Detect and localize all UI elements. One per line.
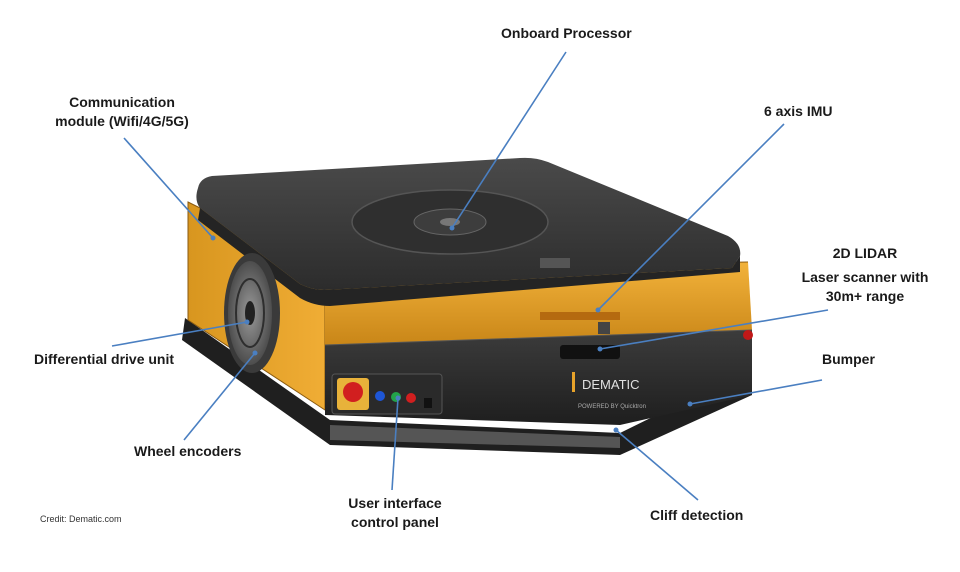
sub-brand-text: POWERED BY Quicktron xyxy=(578,404,646,410)
label-differential-drive: Differential drive unit xyxy=(34,351,175,367)
leader-lines xyxy=(111,51,829,501)
label-onboard-processor: Onboard Processor xyxy=(501,25,632,41)
drive-wheel xyxy=(224,253,280,373)
control-panel xyxy=(331,373,443,415)
label-imu: 6 axis IMU xyxy=(764,103,833,119)
leader-ui-panel xyxy=(391,397,399,491)
leader-wheel-encoders xyxy=(183,352,256,441)
credit-text: Credit: Dematic.com xyxy=(40,514,122,524)
label-communication-line2: module (Wifi/4G/5G) xyxy=(55,113,189,129)
brand-text: DEMATIC xyxy=(582,377,640,392)
label-wheel-encoders: Wheel encoders xyxy=(134,443,242,459)
leader-lidar xyxy=(599,309,829,350)
bumper-indicator xyxy=(743,330,753,340)
emergency-stop-button[interactable] xyxy=(343,382,363,402)
label-communication: Communication module (Wifi/4G/5G) xyxy=(52,93,192,131)
leader-bumper xyxy=(689,379,823,405)
label-cliff-detection: Cliff detection xyxy=(650,507,744,523)
label-lidar: 2D LIDAR Laser scanner with 30m+ range xyxy=(790,244,940,306)
leader-cliff xyxy=(615,429,699,501)
label-ui-panel: User interface control panel xyxy=(330,494,460,532)
label-lidar-line2: 30m+ range xyxy=(825,288,905,304)
label-bumper: Bumper xyxy=(822,351,875,367)
leader-differential-drive xyxy=(111,321,248,347)
blue-button[interactable] xyxy=(375,391,385,401)
label-ui-line1: User interface xyxy=(348,495,442,511)
label-ui-line2: control panel xyxy=(351,514,439,530)
leader-communication xyxy=(123,137,214,239)
label-communication-line1: Communication xyxy=(69,94,175,110)
robot-base xyxy=(182,318,752,455)
label-lidar-line1: Laser scanner with xyxy=(801,269,929,285)
leader-endpoints xyxy=(210,225,693,433)
leader-imu xyxy=(597,123,785,311)
leader-onboard-processor xyxy=(451,51,567,229)
red-button[interactable] xyxy=(406,393,416,403)
robot-top-plate xyxy=(196,157,741,306)
label-lidar-title: 2D LIDAR xyxy=(832,245,898,261)
